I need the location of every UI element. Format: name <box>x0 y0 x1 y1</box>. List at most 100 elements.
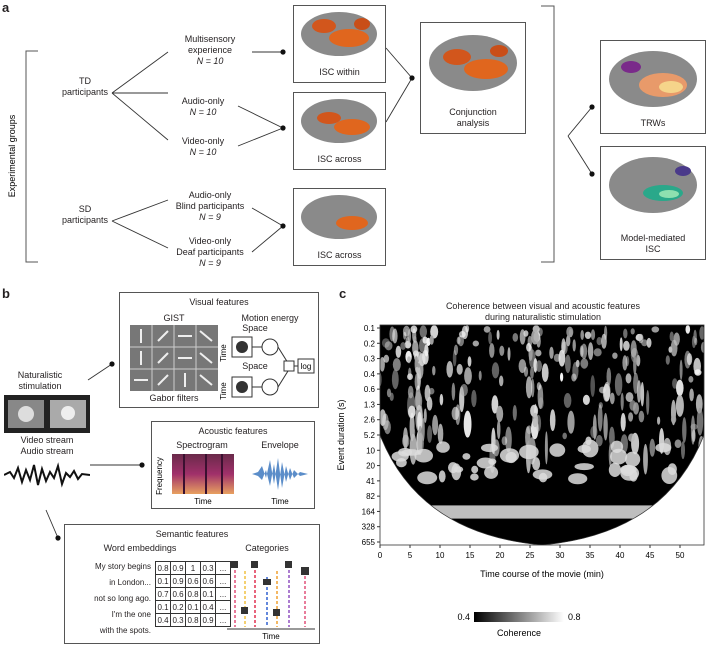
coherence-blob <box>596 337 603 346</box>
coherence-blob <box>597 404 603 432</box>
coherence-blob <box>531 329 539 345</box>
coherence-blob <box>407 329 411 344</box>
coherence-blob <box>499 448 520 463</box>
coherence-blob <box>670 339 678 357</box>
brain-isc-within: ISC within <box>293 5 386 83</box>
coherence-blob <box>389 392 394 401</box>
cone-of-influence-line <box>380 434 704 545</box>
coherence-blob <box>633 372 639 394</box>
frequency-label: Frequency <box>155 457 164 495</box>
coherence-blob <box>675 394 684 417</box>
x-tick-label: 10 <box>436 551 445 560</box>
y-tick-label: 328 <box>362 523 376 532</box>
categories-label: Categories <box>245 543 289 553</box>
coherence-blob <box>580 330 584 340</box>
coherence-blob <box>681 441 685 460</box>
brain-isc-across-sd-image <box>301 195 377 239</box>
categories-time-label: Time <box>262 632 280 641</box>
sentence-4: I'm the one <box>111 610 151 619</box>
coherence-blob <box>620 392 624 411</box>
coherence-blob <box>428 387 435 395</box>
coherence-blob <box>501 436 508 446</box>
motion-energy-label: Motion energy <box>241 313 299 323</box>
coherence-blob <box>571 373 577 382</box>
time-label-2: Time <box>220 382 228 400</box>
coherence-blob <box>439 393 444 406</box>
coherence-blob <box>446 361 453 378</box>
coherence-blob <box>643 443 648 475</box>
coherence-blob <box>575 359 580 368</box>
spectrogram-time-label: Time <box>194 497 212 506</box>
coherence-blob <box>690 423 698 430</box>
panel-b-connectors <box>45 361 145 541</box>
coherence-blob <box>580 358 589 369</box>
coherence-blob <box>453 344 459 356</box>
coherence-blob <box>505 426 512 453</box>
coherence-blob <box>667 463 677 475</box>
coherence-blob <box>566 326 574 338</box>
y-tick-label: 5.2 <box>364 431 376 440</box>
motion-energy-diagram: Time Time log <box>220 336 315 400</box>
x-tick-label: 20 <box>496 551 505 560</box>
coherence-blob <box>525 376 533 399</box>
coherence-blob <box>691 335 696 348</box>
coherence-blob <box>566 335 571 347</box>
coherence-blob <box>670 415 677 424</box>
coherence-blob <box>614 373 623 396</box>
coherence-blob <box>669 331 674 342</box>
coherence-blob <box>491 362 500 379</box>
coherence-blob <box>541 363 549 382</box>
coherence-blob <box>478 370 482 381</box>
coherence-blob <box>483 326 491 333</box>
coherence-blob <box>682 417 687 443</box>
coherence-blob <box>471 465 479 474</box>
coherence-blob <box>685 325 691 334</box>
brain-isc-across-td: ISC across <box>293 92 386 170</box>
coherence-blob <box>638 333 644 344</box>
x-tick-label: 15 <box>466 551 475 560</box>
isc-across-sd-label: ISC across <box>317 250 362 260</box>
coherence-blob <box>499 375 504 387</box>
coherence-blob <box>625 451 641 467</box>
coherence-blob <box>526 425 532 435</box>
coherence-blob <box>535 349 542 357</box>
coherence-blob <box>518 359 527 374</box>
time-label-1: Time <box>220 344 228 362</box>
coherence-blob <box>532 412 539 428</box>
gabor-filters-label: Gabor filters <box>149 393 199 403</box>
coherence-blob <box>584 331 592 339</box>
coherence-blob <box>464 367 472 385</box>
coherence-blob <box>623 328 628 339</box>
coherence-blob <box>383 354 390 363</box>
coherence-blob <box>630 328 635 335</box>
coherence-blob <box>549 443 566 457</box>
coherence-blob <box>429 335 434 345</box>
coherence-blob <box>562 432 567 440</box>
coherence-blob <box>489 343 495 358</box>
coherence-blob <box>646 337 652 348</box>
coherence-blob <box>384 341 393 351</box>
semantic-features-box: Semantic features Word embeddings Catego… <box>64 524 320 644</box>
coherence-blob <box>451 382 456 401</box>
coherence-blob <box>619 337 623 352</box>
coherence-blob <box>630 340 637 358</box>
coherence-blob <box>628 433 636 442</box>
coherence-blob <box>384 420 391 435</box>
coherence-blob <box>689 388 694 402</box>
coherence-blob <box>398 447 413 457</box>
brain-trws-image <box>609 51 697 107</box>
y-tick-label: 20 <box>366 462 375 471</box>
coherence-blob <box>470 473 479 481</box>
coherence-blob <box>453 466 464 473</box>
coherence-blob <box>484 466 499 479</box>
audio-stream-waveform <box>4 462 90 488</box>
coherence-blob <box>391 369 399 390</box>
colorbar <box>474 612 564 622</box>
